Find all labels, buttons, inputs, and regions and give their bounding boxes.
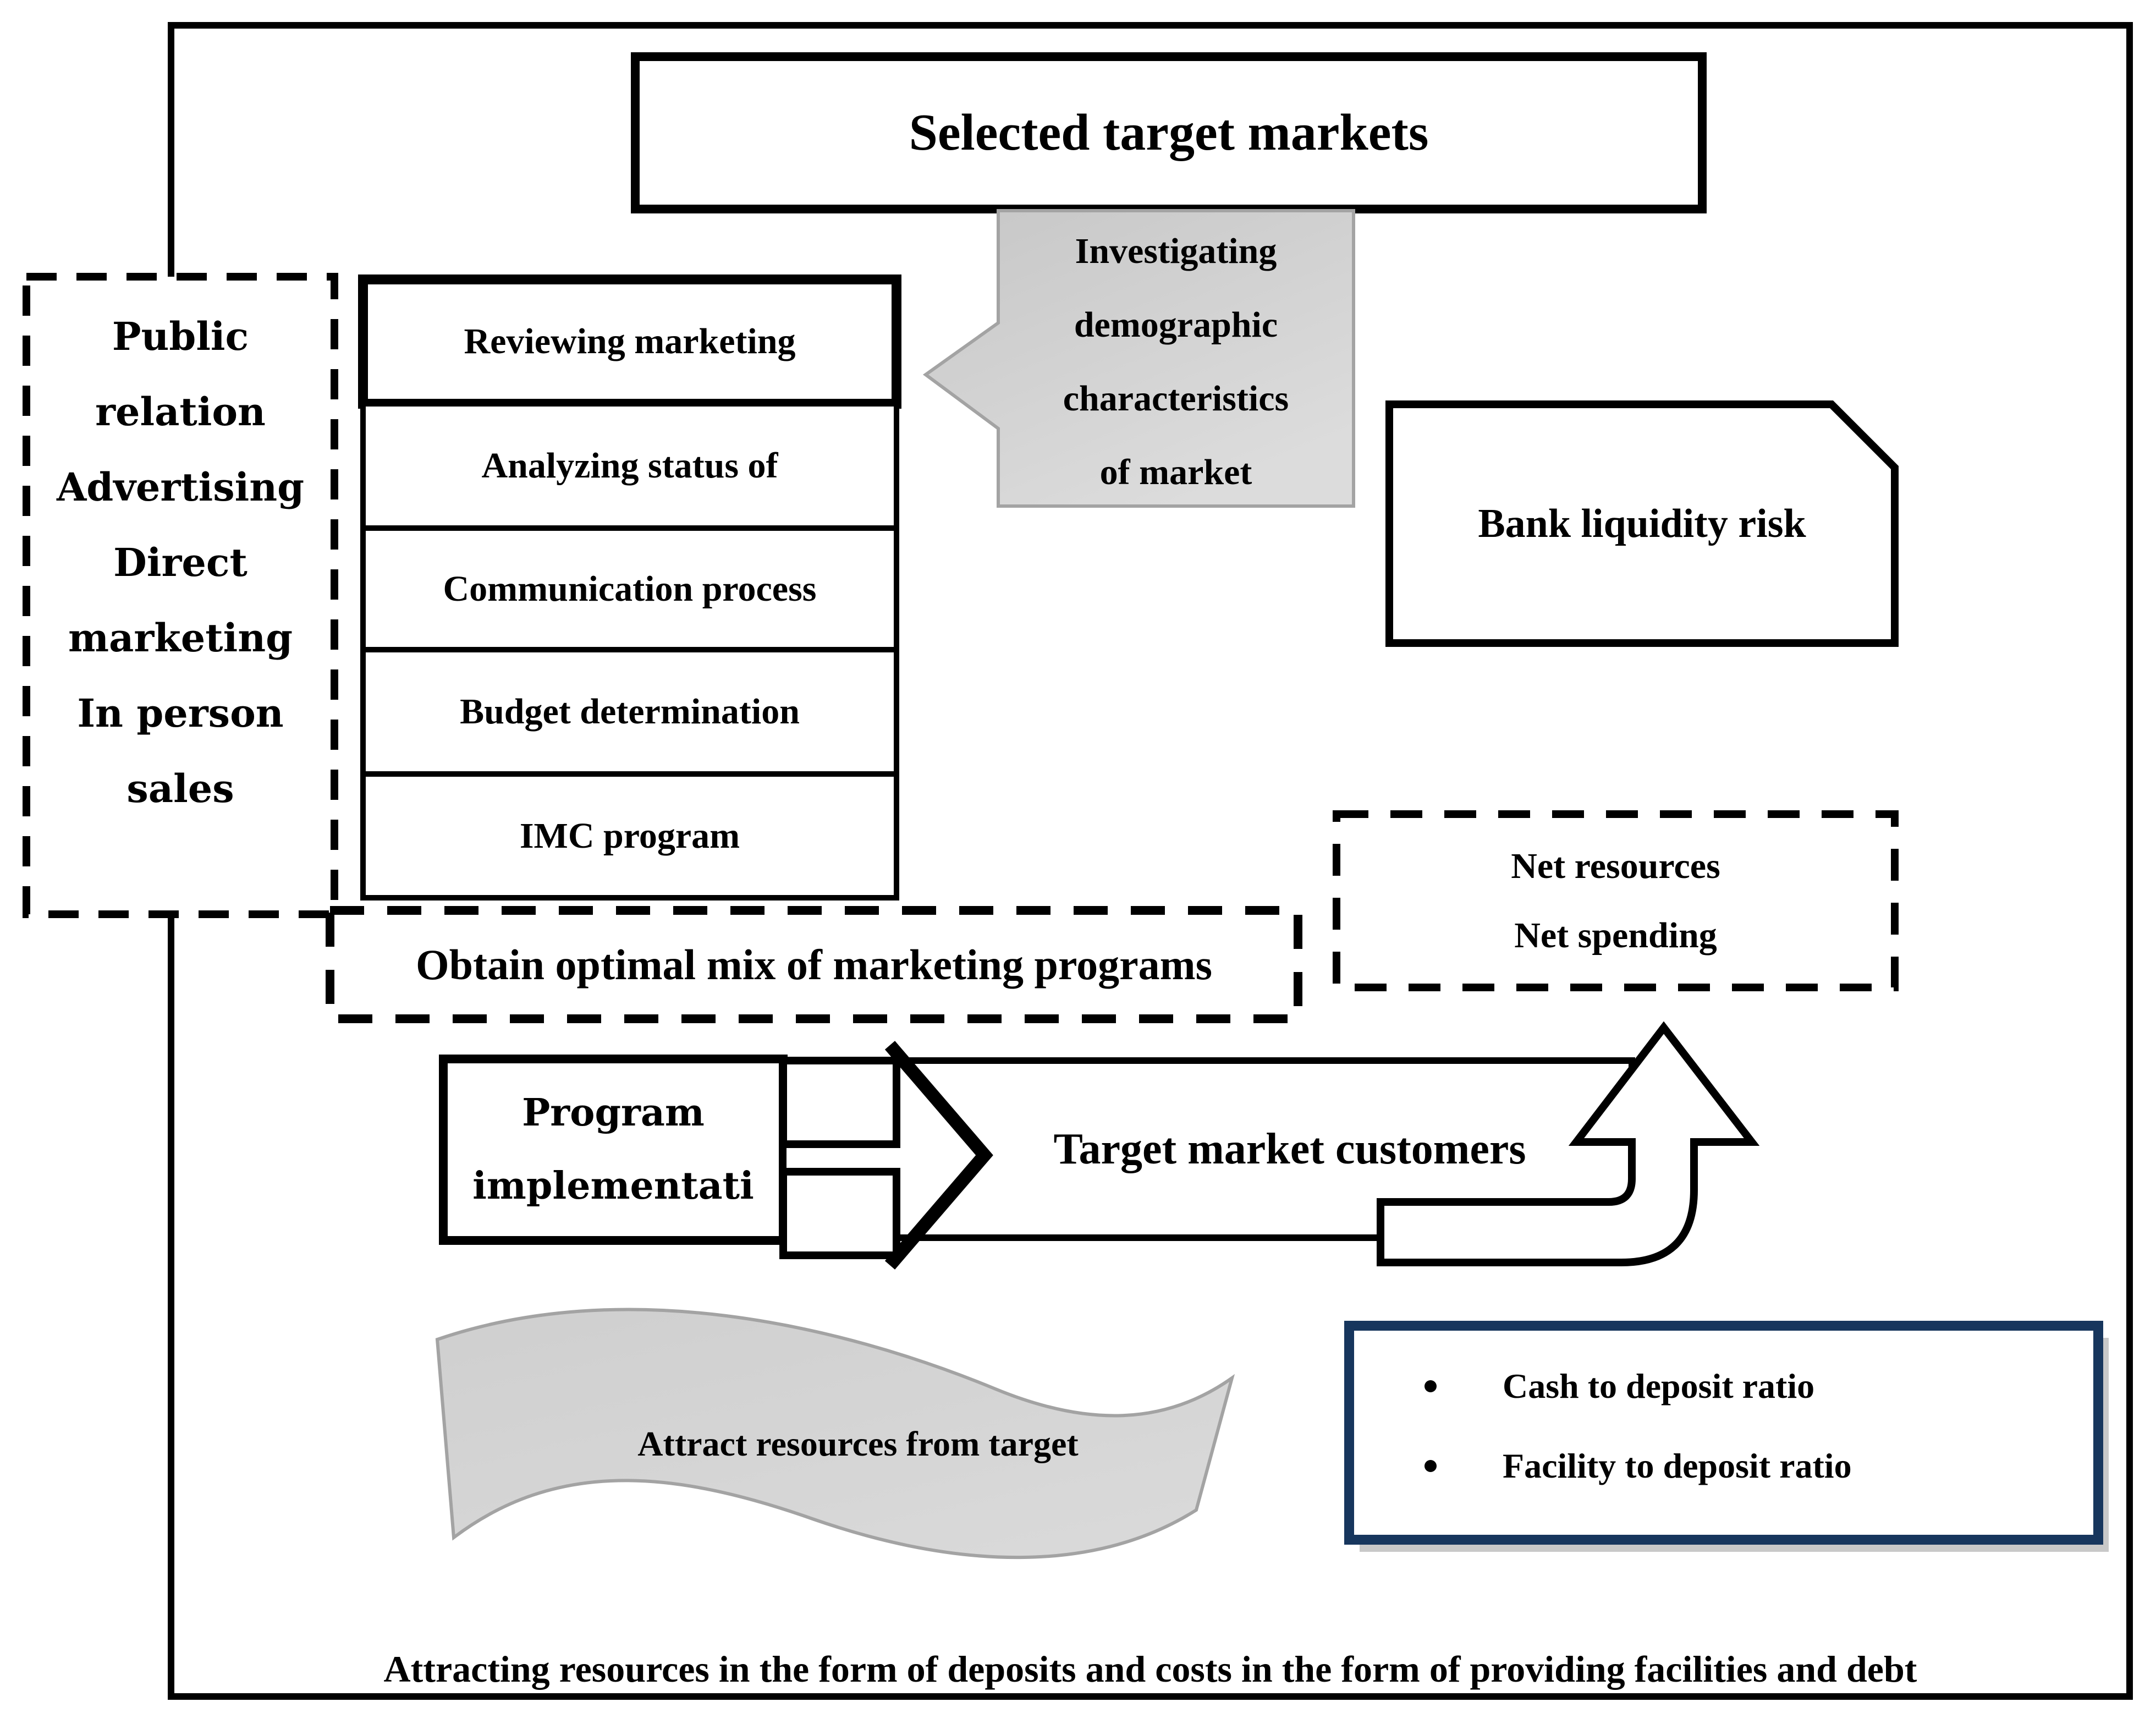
attract-resources-banner-shape (435, 1308, 1235, 1560)
net-resources-label-block: Net resources Net spending (1336, 814, 1895, 987)
promotion-line: In person (77, 690, 284, 736)
bank-liquidity-risk-label: Bank liquidity risk (1478, 501, 1806, 546)
attract-resources-banner-label: Attract resources from target (637, 1424, 1079, 1463)
step-box-budget-determination (360, 647, 899, 777)
demographic-pentagon-shape (922, 209, 1355, 508)
ratio-item-row: Facility to deposit ratio (1375, 1434, 2079, 1498)
pentagon-line: of market (1099, 452, 1252, 492)
pentagon-line: characteristics (1063, 378, 1289, 419)
net-resources-dashed-box (1333, 810, 1899, 991)
program-implementation-label-block: Program implementati (443, 1059, 783, 1240)
bank-liquidity-risk-box (1385, 400, 1899, 647)
promotion-line: Advertising (56, 464, 305, 510)
bent-up-arrow (1377, 1021, 1760, 1266)
step-label-imc-program: IMC program (519, 815, 740, 856)
demographic-pentagon-label-block: Investigating demographic characteristic… (998, 217, 1354, 506)
ratio-indicators-box (1344, 1321, 2103, 1545)
bullet-icon (1425, 1460, 1437, 1472)
promotion-line: Public (112, 314, 249, 359)
obtain-optimal-mix-dashed-box (326, 906, 1302, 1023)
obtain-optimal-mix-label: Obtain optimal mix of marketing programs (415, 940, 1213, 989)
pentagon-line: demographic (1074, 304, 1278, 345)
ratio-item-label: Cash to deposit ratio (1503, 1366, 1815, 1405)
ratio-item-row: Cash to deposit ratio (1375, 1354, 2079, 1418)
step-box-communication-process (360, 525, 899, 652)
bullet-icon (1425, 1380, 1437, 1392)
promotion-mix-dashed-box (23, 273, 338, 918)
selected-target-markets-label: Selected target markets (909, 104, 1429, 162)
step-label-communication-process: Communication process (443, 568, 817, 609)
step-box-imc-program (360, 771, 899, 901)
promotion-line: relation (95, 389, 266, 435)
net-line: Net spending (1514, 915, 1717, 956)
program-line: implementati (472, 1164, 754, 1208)
step-label-budget-determination: Budget determination (460, 691, 800, 732)
promotion-mix-label-block: Public relation Advertising Direct marke… (23, 297, 338, 828)
connector-tab-bottom (779, 1168, 900, 1259)
step-label-reviewing-marketing: Reviewing marketing (464, 321, 796, 362)
program-line: Program (522, 1091, 705, 1135)
chevron-right-arrow (884, 1041, 993, 1270)
promotion-line: Direct (113, 540, 248, 585)
connector-tab-top (779, 1057, 900, 1148)
step-label-analyzing-status: Analyzing status of (481, 446, 778, 486)
net-line: Net resources (1511, 845, 1720, 886)
ratio-item-label: Facility to deposit ratio (1503, 1446, 1852, 1485)
target-market-customers-label: Target market customers (1053, 1125, 1526, 1173)
pentagon-line: Investigating (1075, 230, 1277, 271)
promotion-line: sales (127, 766, 234, 811)
promotion-line: marketing (68, 615, 293, 661)
bottom-caption: Attracting resources in the form of depo… (383, 1648, 1917, 1690)
